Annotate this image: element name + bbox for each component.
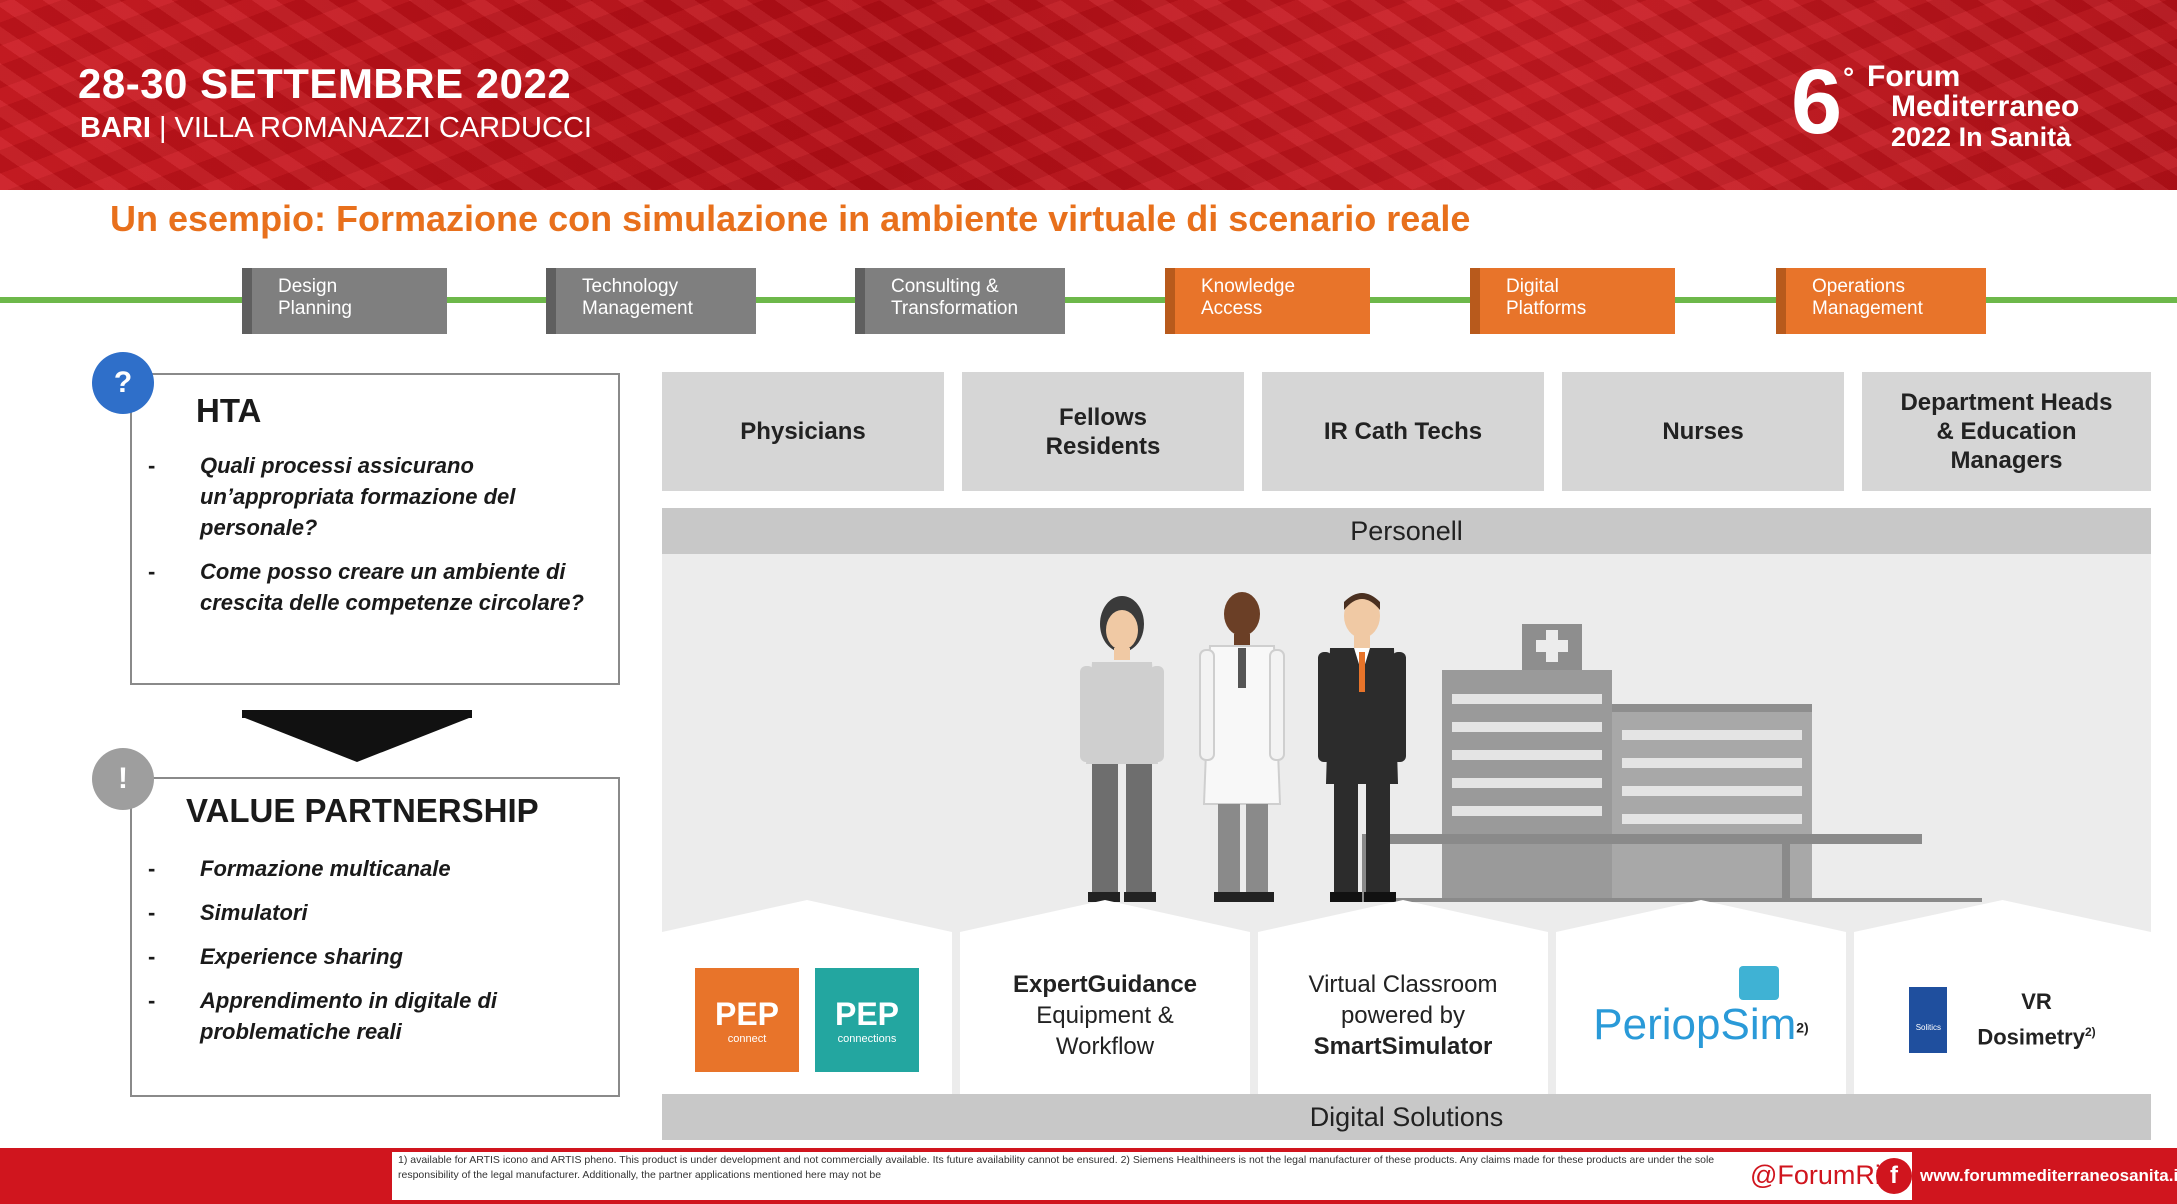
digital-solutions-bar: Digital Solutions [662,1094,2151,1140]
hospital-icon [1362,624,1982,902]
logo-line3: 2022 In Sanità [1891,122,2072,152]
website-link[interactable]: www.forummediterraneosanita.it [1920,1156,2177,1196]
role-line: Managers [1950,447,2063,474]
solution-vr-dosimetry: Solitics VR Dosimetry2) [1854,900,2151,1100]
step-line1: Consulting & [891,276,999,297]
vr-footnote: 2) [2084,1025,2096,1040]
periopsim-footnote: 2) [1796,1019,1809,1036]
pep-connections-logo: PEP connections [815,968,919,1072]
logo-line2: Mediterraneo [1891,90,2080,123]
list-item: Quali processi assicurano un’appropriata… [140,450,610,543]
classroom-line3: SmartSimulator [1313,1032,1493,1060]
list-item: Formazione multicanale [140,853,610,884]
solitics-logo: Solitics [1909,987,1948,1053]
venue-separator: | [150,112,175,144]
logo-degree: ° [1843,62,1855,93]
vr-line2: Dosimetry [1977,1024,2085,1050]
logo-number: 6 [1791,51,1843,153]
solution-periopsim: PeriopSim2) [1556,900,1846,1100]
step-line2: Planning [278,298,352,319]
step-line2: Access [1201,298,1263,319]
list-item: Experience sharing [140,941,610,972]
role-line: & Education [1936,418,2077,445]
role-line: Physicians [740,418,866,445]
list-item: Come posso creare un ambiente di crescit… [140,556,610,618]
step-line1: Knowledge [1201,276,1296,297]
down-arrow-icon [245,718,469,762]
forum-logo: 6 ° Forum Mediterraneo 2022 In Sanità [1791,56,2121,156]
hta-title: HTA [196,392,262,429]
slide-title: Un esempio: Formazione con simulazione i… [110,198,1471,239]
value-partnership-title: VALUE PARTNERSHIP [186,792,539,829]
pep-label: PEP [714,996,780,1032]
pep-logos: PEP connect PEP connections [695,968,919,1072]
pep-sub: connect [727,1033,767,1045]
role-line: Fellows [1058,403,1147,431]
arrow-bar [242,710,472,718]
periopsim-logo: PeriopSim [1593,1000,1797,1049]
solution-expertguidance: ExpertGuidance Equipment & Workflow [960,900,1250,1100]
venue-name: VILLA ROMANAZZI CARDUCCI [174,112,592,144]
question-badge: ? [92,352,154,414]
footer-note-panel [392,1152,1912,1200]
list-item: Simulatori [140,897,610,928]
step-line1: Operations [1812,276,1905,297]
step-line2: Transformation [891,298,1019,319]
event-date: 28-30 SETTEMBRE 2022 [78,60,572,107]
step-line1: Design [278,276,338,297]
header-banner: 28-30 SETTEMBRE 2022 BARI | VILLA ROMANA… [0,0,2177,190]
exclamation-badge: ! [92,748,154,810]
woman-figure-icon [1080,596,1164,902]
role-nurses: Nurses [1562,372,1844,491]
businessman-figure-icon [1318,593,1406,902]
event-venue: BARI | VILLA ROMANAZZI CARDUCCI [80,112,592,145]
vr-line1: VR [2021,989,2052,1015]
step-consulting-transformation: Consulting &Transformation [855,268,1065,334]
expert-line3: Workflow [1055,1032,1155,1060]
logo-line1: Forum [1867,60,1961,93]
role-line: Department Heads [1900,389,2113,416]
pep-label: PEP [834,996,900,1032]
process-line [0,297,2177,303]
expert-line2: Equipment & [1036,1001,1174,1029]
classroom-line2: powered by [1340,1001,1466,1029]
step-line1: Digital [1506,276,1559,297]
pep-connect-logo: PEP connect [695,968,799,1072]
footer-disclaimer: 1) available for ARTIS icono and ARTIS p… [398,1154,1715,1181]
classroom-line1: Virtual Classroom [1308,970,1498,998]
list-item: Apprendimento in digitale di problematic… [140,985,610,1047]
solution-virtual-classroom: Virtual Classroom powered by SmartSimula… [1258,900,1548,1100]
doctor-figure-icon [1199,592,1285,902]
step-line1: Technology [582,276,679,297]
step-line2: Management [1812,298,1923,319]
facebook-icon[interactable]: f [1876,1158,1912,1194]
pep-sub: connections [837,1033,897,1045]
role-line: Residents [1045,432,1161,460]
staff-hospital-illustration [1080,592,1982,902]
solution-pep: PEP connect PEP connections [662,900,952,1100]
solutions-row: PEP connect PEP connections ExpertGuidan… [662,900,2151,1100]
expert-title: ExpertGuidance [1012,970,1198,998]
periopsim-icon [1738,966,1779,1000]
role-physicians: Physicians [662,372,944,491]
role-ir-cath-techs: IR Cath Techs [1262,372,1544,491]
role-line: IR Cath Techs [1323,418,1483,445]
role-line: Nurses [1662,418,1744,445]
step-line2: Management [582,298,693,319]
event-city: BARI [80,112,151,144]
step-line2: Platforms [1506,298,1587,319]
personell-bar: Personell [662,508,2151,554]
value-partnership-list: Formazione multicanale Simulatori Experi… [140,853,610,1060]
hta-questions: Quali processi assicurano un’appropriata… [140,450,610,631]
